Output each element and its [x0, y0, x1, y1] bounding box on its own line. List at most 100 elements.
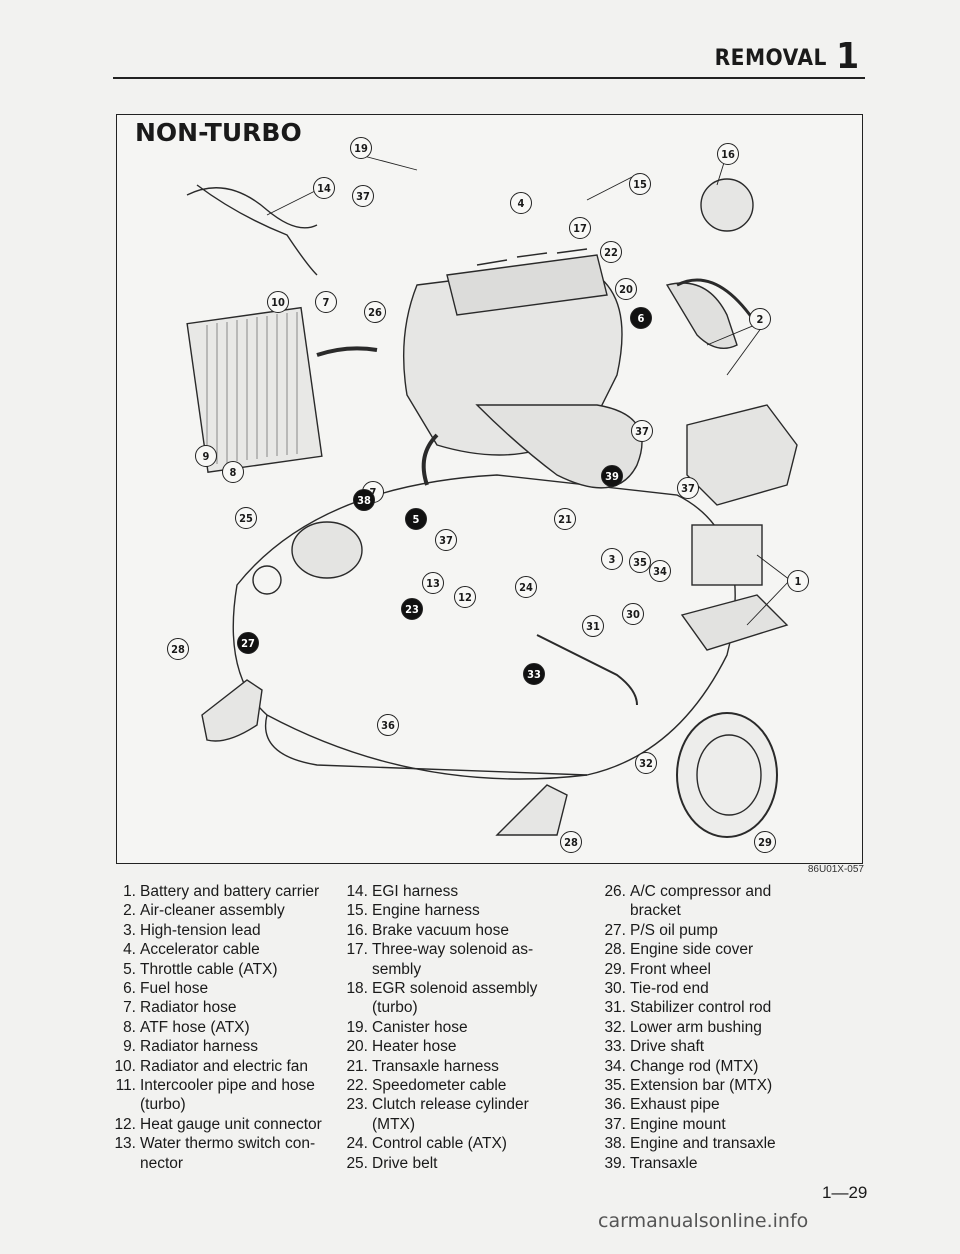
legend-item-text: Accelerator cable: [140, 941, 260, 959]
legend-item-number: 4.: [123, 941, 136, 959]
legend-item-number: 39.: [604, 1154, 626, 1172]
callout-34: 34: [649, 560, 671, 582]
legend-item-text: EGI harness: [372, 883, 459, 900]
legend-item-number: 9.: [123, 1038, 136, 1056]
legend-item: 28.Engine side cover: [598, 940, 828, 959]
legend-item-number: 27.: [604, 921, 626, 939]
legend-item: 27.P/S oil pump: [598, 921, 828, 940]
egi-harness: [186, 184, 318, 276]
legend-item-number: 28.: [604, 941, 626, 959]
section-title: REMOVAL 1: [715, 36, 860, 77]
legend-item: 23.Clutch release cylinder (MTX): [340, 1095, 580, 1134]
section-title-text: REMOVAL: [714, 46, 828, 71]
legend-item-number: 18.: [346, 980, 368, 998]
legend-item-number: 19.: [346, 1018, 368, 1036]
callout-7: 7: [315, 291, 337, 313]
legend-item: 2.Air-cleaner assembly: [108, 901, 353, 920]
legend-item-number: 31.: [604, 999, 626, 1017]
legend-item: 38.Engine and transaxle: [598, 1134, 828, 1153]
legend-item: 17.Three-way solenoid as- sembly: [340, 940, 580, 979]
legend-item-text: Drive belt: [372, 1154, 438, 1172]
legend-item-text: Heat gauge unit connector: [140, 1115, 322, 1133]
legend-item-text: Radiator hose: [140, 999, 237, 1017]
legend-item-text: Front wheel: [630, 960, 711, 978]
legend-item-text: Brake vacuum hose: [372, 921, 509, 939]
legend-item: 37.Engine mount: [598, 1115, 828, 1134]
legend-item: 35.Extension bar (MTX): [598, 1076, 828, 1095]
legend-item: 30.Tie-rod end: [598, 979, 828, 998]
brake-booster: [700, 178, 754, 232]
legend-item-text: Radiator harness: [140, 1038, 259, 1056]
callout-26: 26: [364, 301, 386, 323]
callout-22: 22: [600, 241, 622, 263]
legend-item-text: Fuel hose: [140, 980, 209, 998]
legend-item: 21.Transaxle harness: [340, 1057, 580, 1076]
legend-item-number: 8.: [123, 1018, 136, 1036]
legend-item: 22.Speedometer cable: [340, 1076, 580, 1095]
callout-23: 23: [401, 598, 423, 620]
legend-item: 14.EGI harness: [340, 882, 580, 901]
ac-compressor: [291, 521, 363, 579]
legend-item-number: 2.: [123, 902, 136, 920]
legend-item-text: Intercooler pipe and hose (turbo): [140, 1077, 315, 1114]
legend-item: 26.A/C compressor and bracket: [598, 882, 828, 921]
legend-item: 24.Control cable (ATX): [340, 1134, 580, 1153]
legend-item-text: Engine side cover: [630, 941, 754, 959]
legend-item-number: 12.: [114, 1115, 136, 1133]
legend-item-number: 17.: [346, 941, 368, 959]
legend-item-number: 24.: [346, 1135, 368, 1153]
chapter-number: 1: [836, 36, 860, 77]
legend-item-number: 13.: [114, 1135, 136, 1153]
callout-9: 9: [195, 445, 217, 467]
legend-item-number: 1.: [123, 883, 136, 900]
legend-item-number: 37.: [604, 1115, 626, 1133]
air-cleaner: [686, 404, 798, 506]
callout-16: 16: [717, 143, 739, 165]
callout-37: 37: [631, 420, 653, 442]
legend-item: 15.Engine harness: [340, 901, 580, 920]
callout-12: 12: [454, 586, 476, 608]
legend-item-text: Engine mount: [630, 1115, 726, 1133]
radiator: [186, 306, 323, 473]
legend-item-text: Water thermo switch con- nector: [140, 1135, 316, 1172]
callout-19: 19: [350, 137, 372, 159]
callout-28: 28: [560, 831, 582, 853]
callout-5: 5: [405, 508, 427, 530]
legend-item-text: Throttle cable (ATX): [140, 960, 278, 978]
legend-item-number: 38.: [604, 1135, 626, 1153]
callout-29: 29: [754, 831, 776, 853]
callout-25: 25: [235, 507, 257, 529]
legend-item-text: Exhaust pipe: [630, 1096, 720, 1114]
legend-item-number: 14.: [346, 883, 368, 900]
legend-item-text: Engine and transaxle: [630, 1135, 776, 1153]
legend-item-number: 15.: [346, 902, 368, 920]
callout-32: 32: [635, 752, 657, 774]
legend-item-number: 16.: [346, 921, 368, 939]
callout-31: 31: [582, 615, 604, 637]
legend-item: 16.Brake vacuum hose: [340, 921, 580, 940]
engine-exploded-illustration: [186, 152, 798, 838]
callout-2: 2: [749, 308, 771, 330]
legend-item-text: Control cable (ATX): [372, 1135, 507, 1153]
callout-20: 20: [615, 278, 637, 300]
legend-item: 6.Fuel hose: [108, 979, 353, 998]
legend-item-number: 32.: [604, 1018, 626, 1036]
car-body-outline: [232, 474, 736, 780]
callout-4: 4: [510, 192, 532, 214]
legend-item: 3.High-tension lead: [108, 921, 353, 940]
legend-item-text: Change rod (MTX): [630, 1057, 759, 1075]
callout-1: 1: [787, 570, 809, 592]
watermark: carmanualsonline.info: [598, 1210, 809, 1232]
header-rule: [113, 77, 865, 79]
legend-item: 5.Throttle cable (ATX): [108, 960, 353, 979]
legend-item-number: 33.: [604, 1038, 626, 1056]
callout-28: 28: [167, 638, 189, 660]
drive-shaft: [536, 634, 638, 706]
legend-item-number: 21.: [346, 1057, 368, 1075]
legend-item: 19.Canister hose: [340, 1018, 580, 1037]
legend-item: 1.Battery and battery carrier: [108, 882, 353, 901]
legend-item: 7.Radiator hose: [108, 998, 353, 1017]
